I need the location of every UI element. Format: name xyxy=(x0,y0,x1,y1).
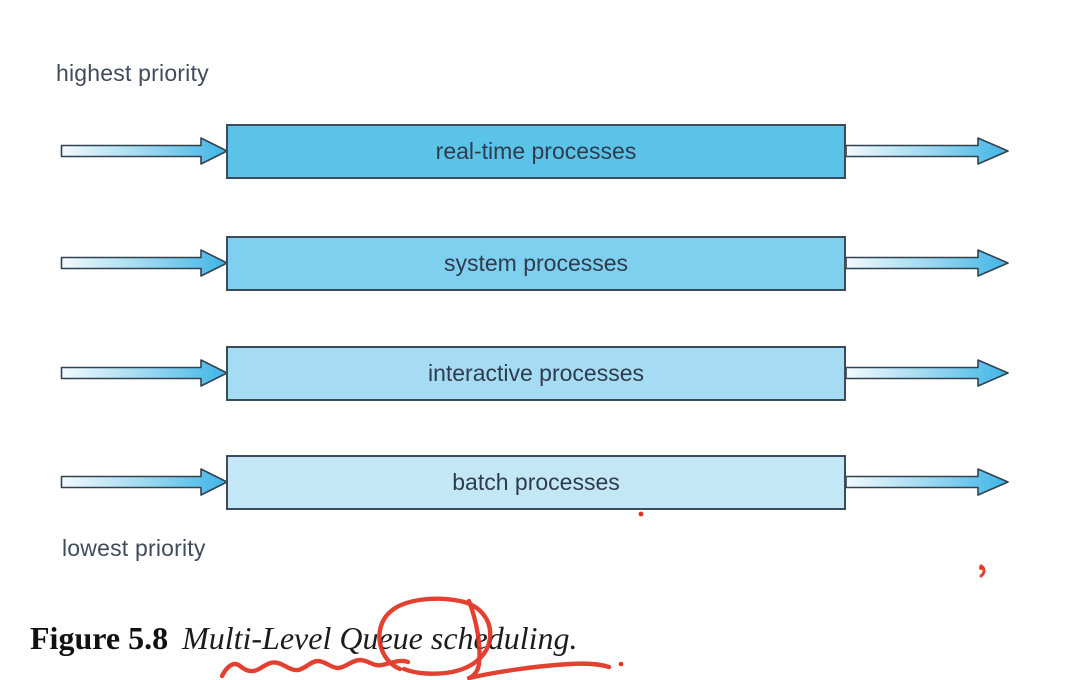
queue-box-system: system processes xyxy=(226,236,846,291)
incoming-arrow-icon xyxy=(60,137,228,165)
figure-caption: Figure 5.8 Multi-Level Queue scheduling. xyxy=(30,620,578,657)
highest-priority-label: highest priority xyxy=(56,60,209,86)
queue-row-interactive: interactive processes xyxy=(0,346,1086,401)
incoming-arrow-icon xyxy=(60,249,228,277)
queue-row-batch: batch processes xyxy=(0,455,1086,510)
queue-row-realtime: real-time processes xyxy=(0,124,1086,179)
queue-label: interactive processes xyxy=(427,360,645,386)
dot-after-period xyxy=(618,661,624,667)
queue-row-system: system processes xyxy=(0,236,1086,291)
margin-tick-stroke xyxy=(979,564,986,578)
outgoing-arrow-icon xyxy=(846,468,1009,496)
queue-label: batch processes xyxy=(452,469,620,495)
outgoing-arrow-icon xyxy=(846,137,1009,165)
queue-box-realtime: real-time processes xyxy=(226,124,846,179)
squiggly-underline-stroke xyxy=(219,657,411,679)
outgoing-arrow-icon xyxy=(846,359,1009,387)
outgoing-arrow-icon xyxy=(846,249,1009,277)
queue-label: system processes xyxy=(443,250,629,276)
red-pen-dots xyxy=(618,511,983,667)
margin-tick-dot xyxy=(979,566,983,570)
lowest-priority-label: lowest priority xyxy=(62,535,206,561)
dot-below-batch-box xyxy=(638,511,644,517)
figure-title: Multi-Level Queue scheduling. xyxy=(182,620,578,656)
queue-label: real-time processes xyxy=(435,138,637,164)
queue-box-batch: batch processes xyxy=(226,455,846,510)
incoming-arrow-icon xyxy=(60,468,228,496)
figure-number: Figure 5.8 xyxy=(30,620,169,656)
incoming-arrow-icon xyxy=(60,359,228,387)
queue-box-interactive: interactive processes xyxy=(226,346,846,401)
